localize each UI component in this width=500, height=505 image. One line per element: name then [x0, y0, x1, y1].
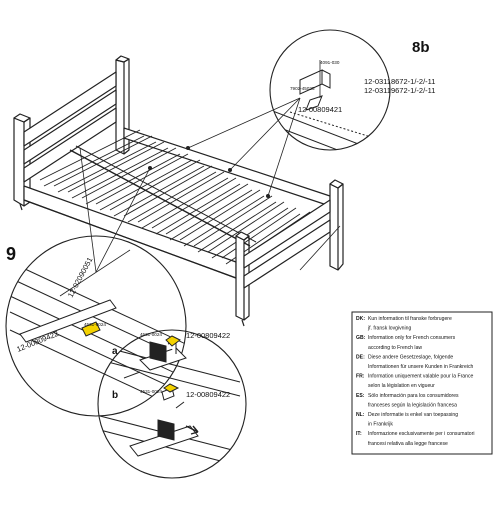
- notice-line: jf. fransk lovgivning: [367, 326, 411, 332]
- notice-country-code: NL:: [356, 412, 365, 418]
- step-label-a: a: [112, 346, 118, 357]
- step-9-number: 9: [6, 244, 16, 264]
- notice-line: Informazione esclusivamente per i consum…: [368, 431, 474, 437]
- notice-country-code: DK:: [356, 316, 365, 322]
- part-label-4091: 4091-030: [320, 60, 340, 65]
- notice-line: Information uniquement valable pour la F…: [368, 374, 473, 380]
- part-label-4531-a: 4531-0024: [140, 332, 162, 337]
- ref-label-03118672: 12-03118672-1/-2/-11: [364, 77, 435, 86]
- left-detail-callout: 12-02090051 12-00809422 4531-0024: [5, 235, 187, 417]
- part-label-4531-b: 4531-0024: [140, 389, 162, 394]
- notice-country-code: IT:: [356, 431, 362, 437]
- notice-country-code: DE:: [356, 354, 365, 360]
- notice-line: Informationen für unsere Kunden in Frank…: [368, 364, 473, 370]
- top-detail-callout: 8b 4091-030 7902-45025 12-03118672-1/-2/…: [269, 29, 435, 151]
- notice-line: selon la législation en vigueur: [368, 383, 435, 389]
- part-label-4531-left: 4531-0024: [84, 322, 106, 327]
- notice-line: francesi relativa alla legge francese: [368, 441, 448, 447]
- step-8b-number: 8b: [412, 39, 430, 56]
- screw-markers: [148, 146, 270, 198]
- leader-lines: [79, 97, 341, 273]
- bottom-callout-circle: [97, 329, 247, 479]
- ref-label-00809422-b: 12-00809422: [186, 390, 230, 399]
- notice-line: according to French law: [368, 345, 422, 351]
- ref-label-02090051: 12-02090051: [66, 256, 95, 299]
- notice-line: franceses según la legislación francesa: [368, 402, 457, 408]
- ref-label-00809421: 12-00809421: [298, 105, 342, 114]
- bottom-detail-callout: a b 4531-0024 4531-0024 12-00809422 12-0…: [97, 329, 247, 479]
- notice-line: Deze informatie is enkel van toepassing: [368, 412, 458, 418]
- bed-frame: [13, 55, 344, 327]
- step-label-b: b: [112, 390, 118, 401]
- notice-line: Kun information til franske forbrugere: [368, 316, 452, 322]
- notice-line: Diese andere Gesetzeslage, folgende: [368, 354, 453, 360]
- ref-label-00809422-a: 12-00809422: [186, 331, 230, 340]
- direction-arrow-icon: [185, 425, 199, 435]
- part-label-7902: 7902-45025: [290, 86, 315, 91]
- notice-country-code: FR:: [356, 374, 365, 380]
- notice-line: in Frankrijk: [368, 422, 393, 428]
- notice-line: Information only for French consumers: [368, 335, 456, 341]
- notice-country-code: GB:: [356, 335, 366, 341]
- french-consumer-notice: DK:Kun information til franske forbruger…: [351, 311, 493, 455]
- notice-country-code: ES:: [356, 393, 365, 399]
- left-callout-circle: [5, 235, 187, 417]
- top-callout-circle: [269, 29, 391, 151]
- notice-line: Sólo información para los consumidores: [368, 393, 459, 399]
- ref-label-03119672: 12-03119672-1/-2/-11: [364, 86, 435, 95]
